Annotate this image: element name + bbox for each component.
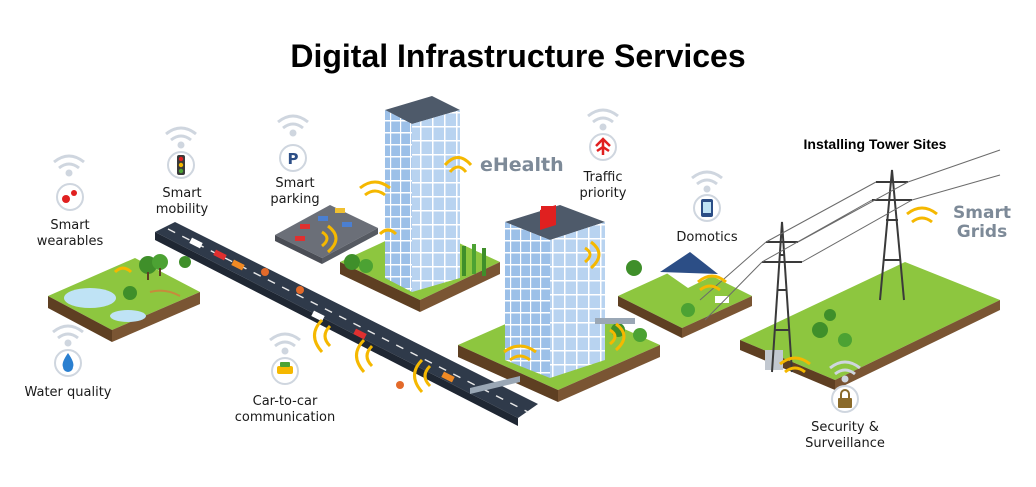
domotics-label: Domotics [676, 230, 738, 245]
house-tile [618, 252, 752, 338]
padlock-icon [831, 385, 859, 413]
signal-arcs [113, 156, 938, 393]
traffic-light-icon [167, 151, 195, 179]
pipe [595, 318, 635, 324]
pipe [470, 376, 520, 394]
water-drop-icon [54, 349, 82, 377]
svg-text:P: P [288, 150, 299, 168]
grid-tile [740, 262, 1000, 390]
arrows-icon [589, 133, 617, 161]
smart-grids-label: Smart Grids [953, 203, 1011, 242]
parking-icon: P [279, 144, 307, 172]
parking-tile [275, 205, 378, 264]
car-icon [271, 357, 299, 385]
ehealth-label: eHealth [480, 154, 564, 176]
smart-wearables-label: Smart wearables [36, 218, 104, 249]
park-tile [48, 254, 200, 342]
installing-tower-sites-label: Installing Tower Sites [803, 136, 947, 152]
traffic-priority-label: Traffic priority [579, 170, 627, 201]
smart-parking-label: Smart parking [270, 176, 320, 207]
page-title: Digital Infrastructure Services [290, 38, 746, 74]
car-to-car-label: Car-to-car communication [234, 394, 336, 425]
wifi-icon [52, 108, 861, 383]
smart-mobility-label: Smart mobility [155, 186, 209, 217]
power-towers [699, 149, 1001, 373]
gears-icon [56, 183, 84, 211]
office-building [385, 96, 460, 292]
water-quality-label: Water quality [24, 385, 112, 400]
security-surveillance-label: Security & Surveillance [805, 420, 885, 451]
road [155, 222, 538, 426]
phone-icon [693, 194, 721, 222]
hospital-building [505, 205, 605, 378]
